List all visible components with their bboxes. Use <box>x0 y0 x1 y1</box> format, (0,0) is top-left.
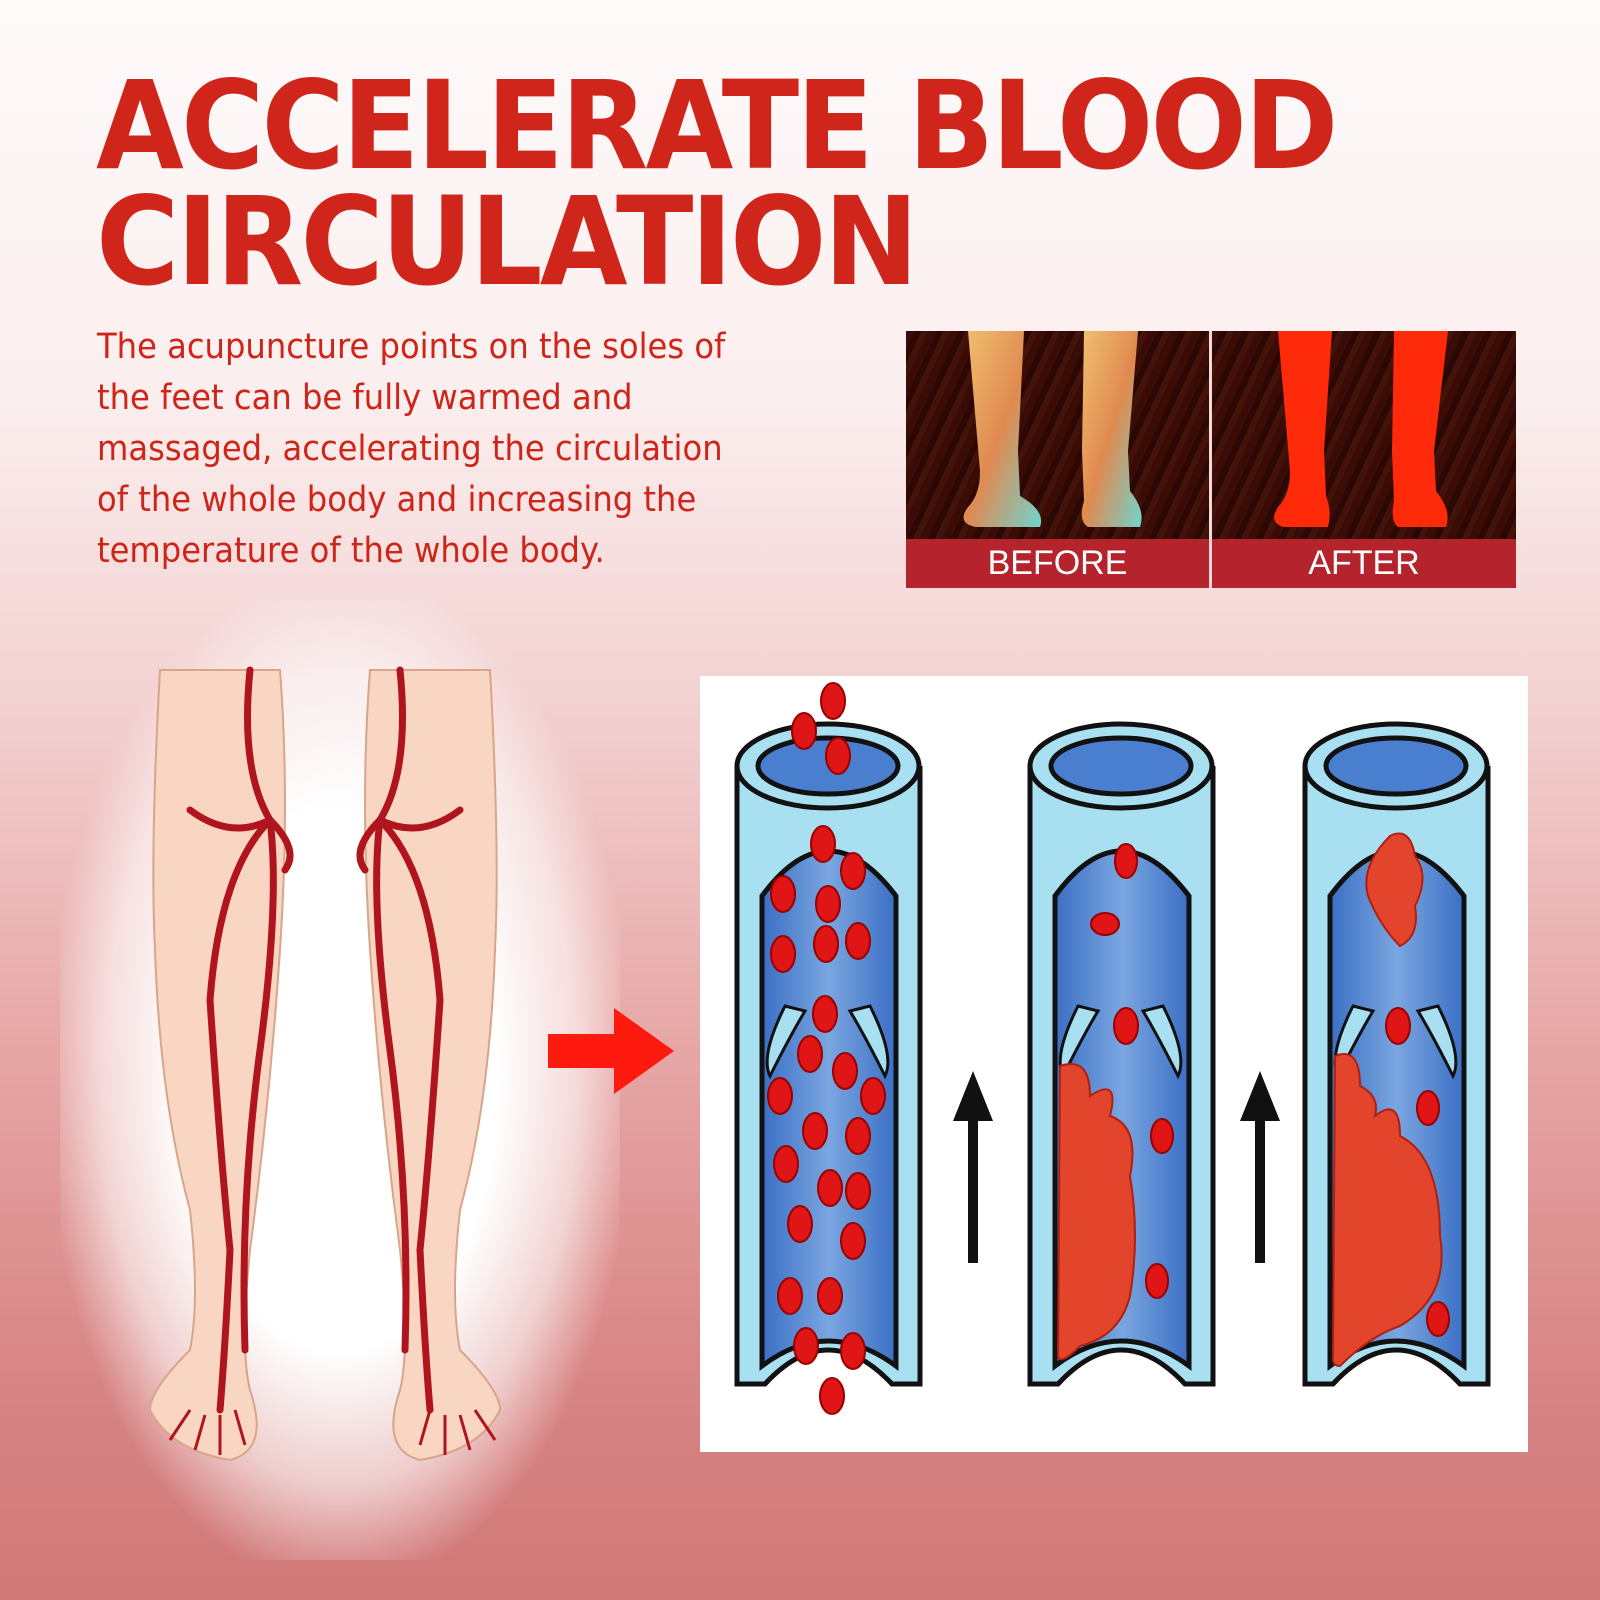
red-arrow-icon <box>548 1008 674 1094</box>
upward-arrow-icons <box>953 1071 1280 1263</box>
before-label: BEFORE <box>906 539 1209 588</box>
after-label: AFTER <box>1212 539 1516 588</box>
page-title: ACCELERATE BLOOD CIRCULATION <box>96 55 1338 313</box>
before-after-comparison: BEFORE AFTER <box>906 331 1516 588</box>
before-thermal-image <box>906 331 1209 539</box>
blood-cells <box>767 682 1450 1415</box>
after-panel: AFTER <box>1212 331 1516 588</box>
after-thermal-image <box>1212 331 1516 539</box>
title-line-1: ACCELERATE BLOOD <box>96 55 1338 197</box>
before-panel: BEFORE <box>906 331 1209 588</box>
title-line-2: CIRCULATION <box>96 171 919 313</box>
description-text: The acupuncture points on the soles of t… <box>97 327 726 571</box>
blood-clots <box>1056 832 1443 1368</box>
legs-artery-illustration <box>148 666 502 1462</box>
blood-vessel-diagram <box>700 676 1528 1452</box>
